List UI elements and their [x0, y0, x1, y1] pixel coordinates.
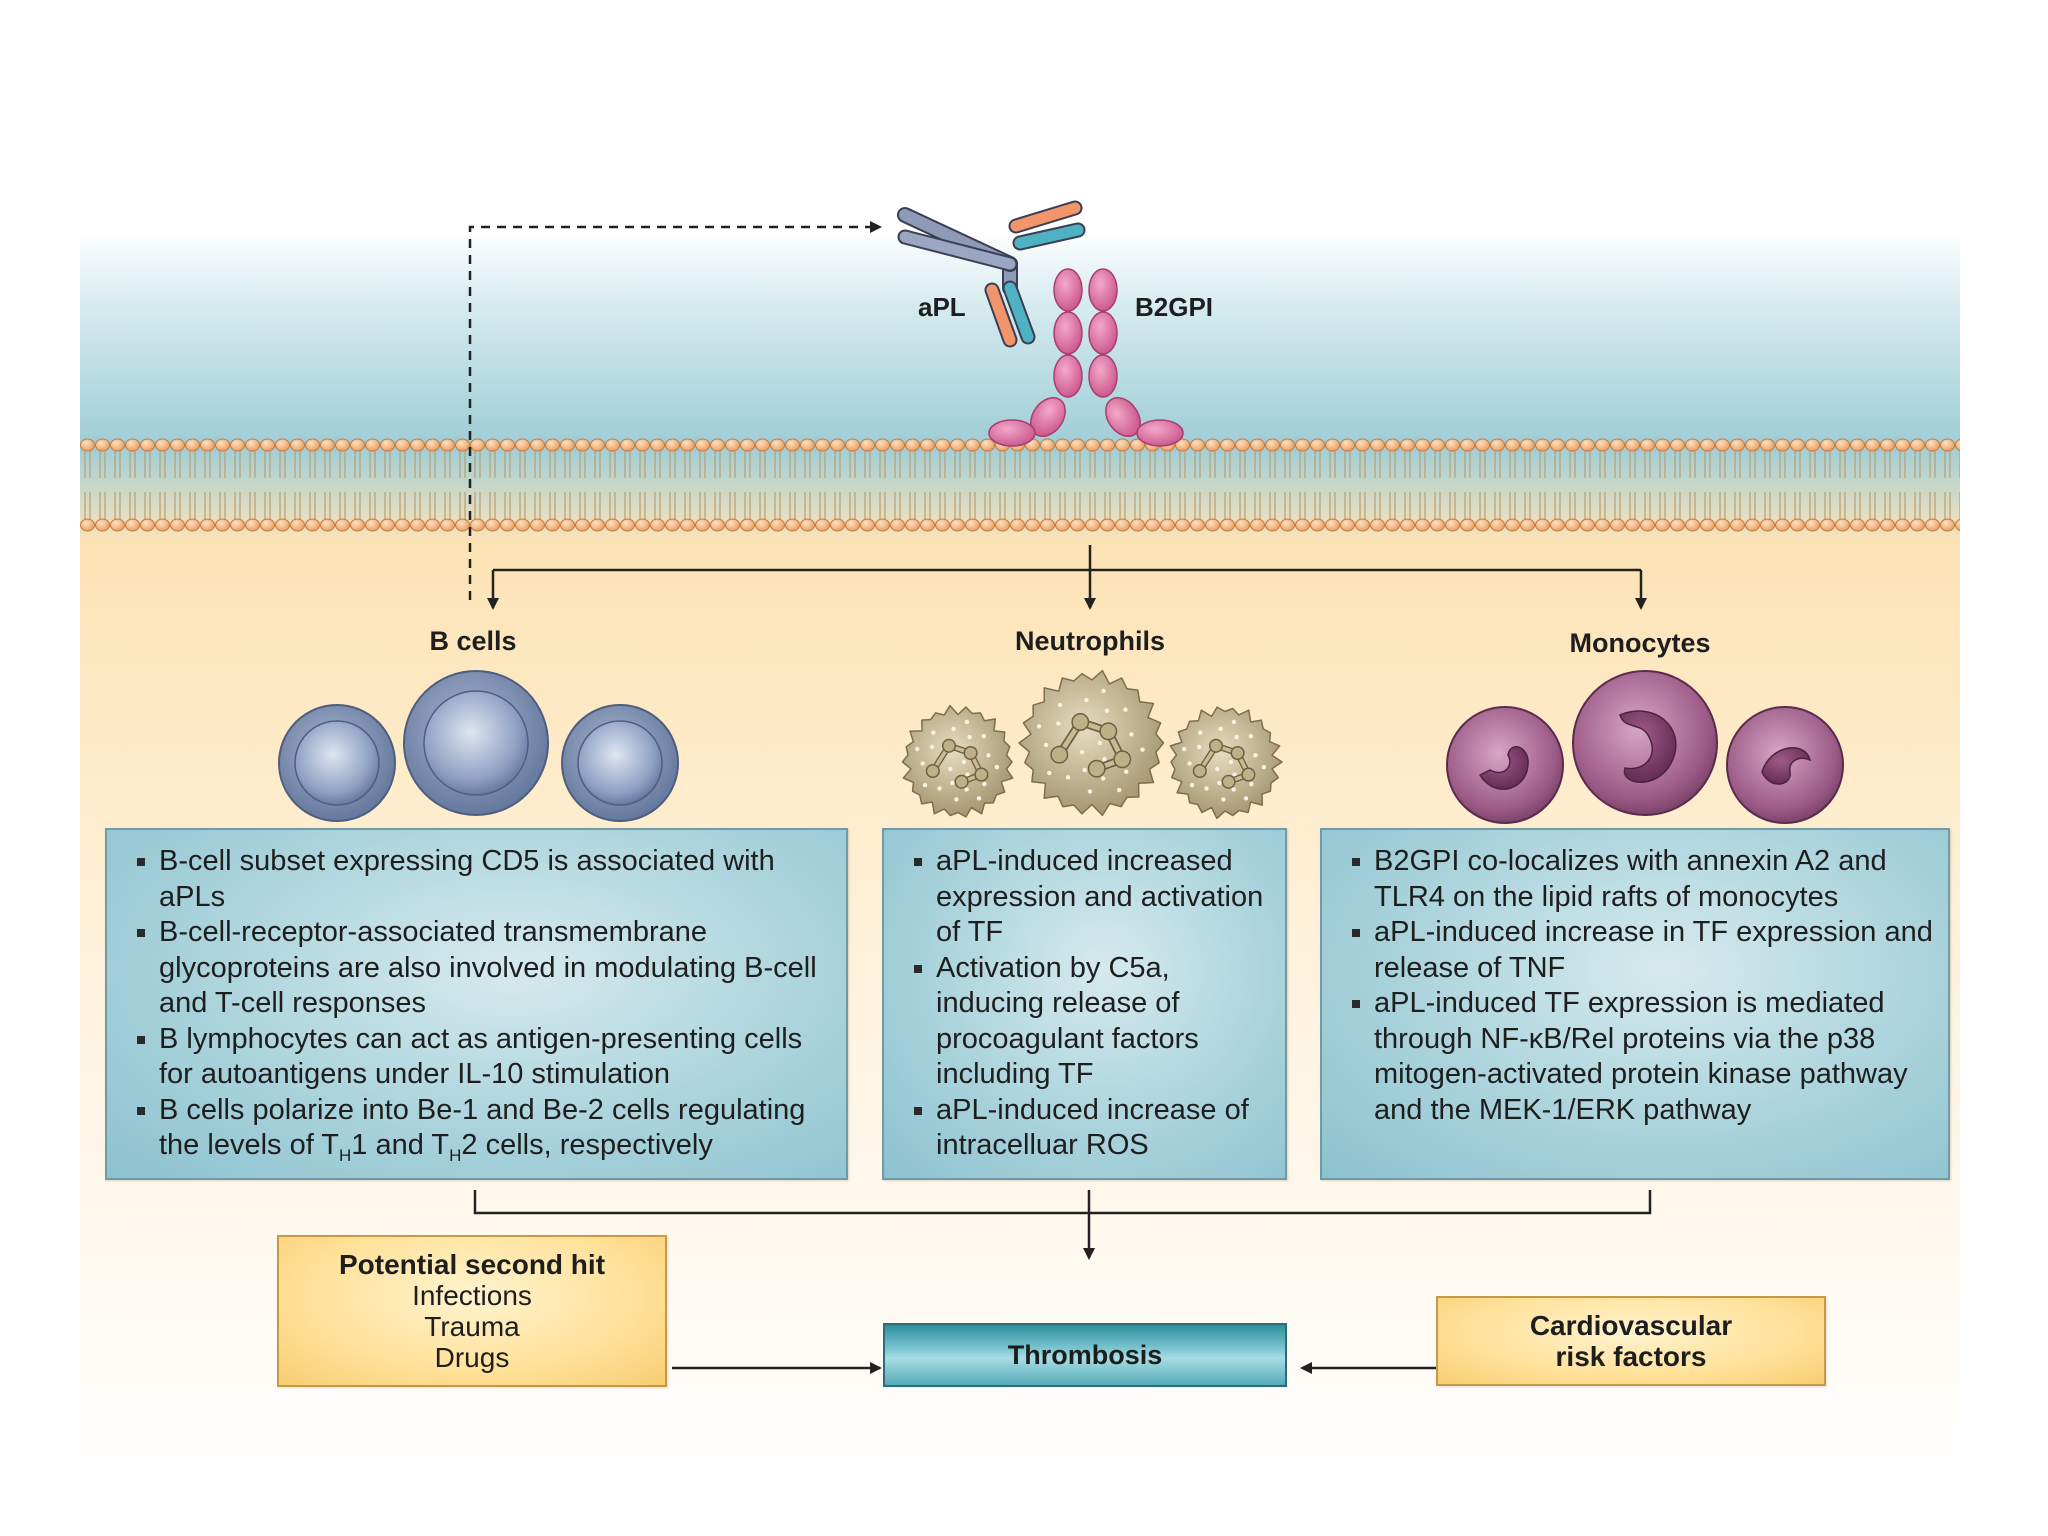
second-hit-item: Trauma: [424, 1311, 520, 1342]
dashed-feedback-arrow: [468, 221, 882, 600]
monocytes-info-box: B2GPI co-localizes with annexin A2 and T…: [1320, 828, 1950, 1180]
monocyte-illustrations: [1446, 670, 1844, 824]
list-item: Activation by C5a, inducing release of p…: [912, 951, 1271, 1093]
second-hit-item: Infections: [412, 1280, 532, 1311]
apl-label: aPL: [918, 292, 966, 322]
cardiovascular-risk-line1: Cardiovascular: [1529, 1310, 1733, 1341]
subscript: H: [339, 1145, 352, 1165]
cells-to-thrombosis-arrows: [473, 1190, 1652, 1374]
list-item: aPL-induced increased expression and act…: [912, 844, 1271, 951]
bullet-text: B cells polarize into Be-1 and Be-2 cell…: [159, 1093, 806, 1162]
neutrophils-info-box: aPL-induced increased expression and act…: [882, 828, 1287, 1180]
subscript: H: [449, 1145, 462, 1165]
b2gpi-label: B2GPI: [1135, 292, 1214, 322]
membrane-to-cells-arrows: [487, 545, 1647, 610]
b-cell-illustrations: [278, 670, 679, 822]
apl-antibody: [897, 200, 1086, 348]
bullet-text: 2 cells, respectively: [461, 1129, 713, 1161]
neutrophils-heading: Neutrophils: [1014, 626, 1165, 656]
b-cells-heading: B cells: [429, 626, 517, 656]
neutrophils-bullet-list: aPL-induced increased expression and act…: [912, 844, 1271, 1164]
list-item: B-cell subset expressing CD5 is associat…: [135, 844, 832, 915]
cardiovascular-risk-box: Cardiovascular risk factors: [1436, 1296, 1826, 1386]
second-hit-item: Drugs: [434, 1342, 510, 1373]
list-item: B2GPI co-localizes with annexin A2 and T…: [1350, 844, 1934, 915]
list-item: aPL-induced increase of intracelluar ROS: [912, 1093, 1271, 1164]
list-item: B lymphocytes can act as antigen-present…: [135, 1022, 832, 1093]
list-item: B cells polarize into Be-1 and Be-2 cell…: [135, 1093, 832, 1174]
monocytes-heading: Monocytes: [1569, 628, 1711, 658]
list-item: aPL-induced TF expression is mediated th…: [1350, 986, 1934, 1128]
bullet-text: 1 and T: [351, 1129, 450, 1161]
list-item: aPL-induced increase in TF expression an…: [1350, 915, 1934, 986]
list-item: B-cell-receptor-associated transmembrane…: [135, 915, 832, 1022]
second-hit-box: Potential second hit Infections Trauma D…: [277, 1235, 667, 1387]
neutrophil-illustrations: [901, 669, 1283, 820]
thrombosis-box: Thrombosis: [883, 1323, 1287, 1387]
thrombosis-label: Thrombosis: [1007, 1339, 1163, 1370]
cardiovascular-risk-line2: risk factors: [1555, 1341, 1707, 1372]
b-cells-bullet-list: B-cell subset expressing CD5 is associat…: [135, 844, 832, 1173]
b2gpi-molecule: [988, 268, 1184, 447]
b-cells-info-box: B-cell subset expressing CD5 is associat…: [105, 828, 848, 1180]
monocytes-bullet-list: B2GPI co-localizes with annexin A2 and T…: [1350, 844, 1934, 1128]
lipid-bilayer-inner-leaflet: [80, 490, 1960, 532]
second-hit-title: Potential second hit: [338, 1249, 606, 1280]
extracellular-space: [80, 230, 1960, 445]
